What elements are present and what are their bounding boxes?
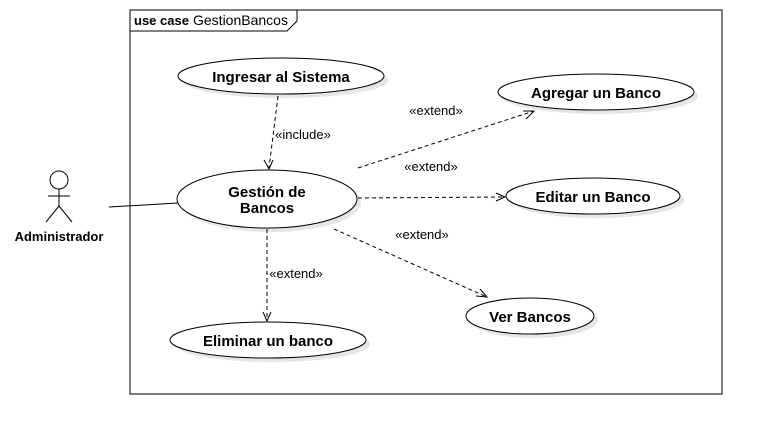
extend-line	[357, 196, 506, 199]
extend-label: «extend»	[409, 103, 463, 118]
extend-line	[357, 110, 535, 169]
usecase-ellipse	[497, 73, 695, 111]
usecase-label: Agregar un Banco	[531, 85, 661, 102]
include-relationship: «include»	[263, 95, 331, 171]
actor-right-leg	[58, 205, 73, 223]
usecase-gestion-de-bancos[interactable]: Gestión de Bancos	[176, 169, 361, 232]
include-line	[268, 95, 279, 169]
extend-agregar-relationship: «extend»	[357, 103, 536, 169]
usecase-label: Ingresar al Sistema	[212, 69, 350, 86]
actor-left-leg	[45, 205, 60, 223]
association-line	[108, 202, 179, 208]
actor-head	[49, 170, 69, 190]
usecase-editar-un-banco[interactable]: Editar un Banco	[505, 177, 684, 218]
frame-border	[129, 9, 723, 395]
usecase-ver-bancos[interactable]: Ver Bancos	[465, 297, 598, 338]
usecase-label: Ver Bancos	[489, 309, 571, 326]
extend-arrowhead	[495, 192, 507, 202]
extend-arrowhead	[523, 110, 536, 120]
usecase-label: Editar un Banco	[535, 189, 650, 206]
usecase-label: Eliminar un banco	[203, 333, 333, 350]
frame-title: GestionBancos	[193, 12, 288, 28]
usecase-eliminar-un-banco[interactable]: Eliminar un banco	[169, 321, 370, 362]
system-frame: use case GestionBancos	[129, 9, 723, 395]
usecase-label-line1: Gestión de	[228, 184, 306, 201]
include-label: «include»	[275, 127, 331, 142]
usecase-agregar-un-banco[interactable]: Agregar un Banco	[497, 73, 698, 114]
extend-ver-relationship: «extend»	[333, 227, 489, 298]
usecase-ellipse	[176, 169, 358, 229]
extend-label: «extend»	[269, 266, 323, 281]
extend-eliminar-relationship: «extend»	[262, 229, 323, 323]
extend-label: «extend»	[395, 227, 449, 242]
usecase-label-line2: Bancos	[240, 200, 294, 217]
usecase-ellipse	[505, 177, 681, 215]
usecase-ellipse	[465, 297, 595, 335]
usecase-ellipse	[177, 57, 385, 95]
include-arrowhead	[263, 159, 274, 171]
actor-administrador[interactable]: Administrador	[15, 170, 104, 244]
extend-arrowhead	[475, 288, 489, 298]
extend-label: «extend»	[404, 159, 458, 174]
frame-keyword: use case	[134, 13, 189, 28]
actor-label: Administrador	[15, 229, 104, 244]
extend-editar-relationship: «extend»	[357, 159, 507, 202]
usecase-ingresar-al-sistema[interactable]: Ingresar al Sistema	[177, 57, 388, 98]
frame-tab	[130, 10, 298, 32]
extend-arrowhead	[262, 311, 272, 323]
usecase-ellipse	[169, 321, 367, 359]
